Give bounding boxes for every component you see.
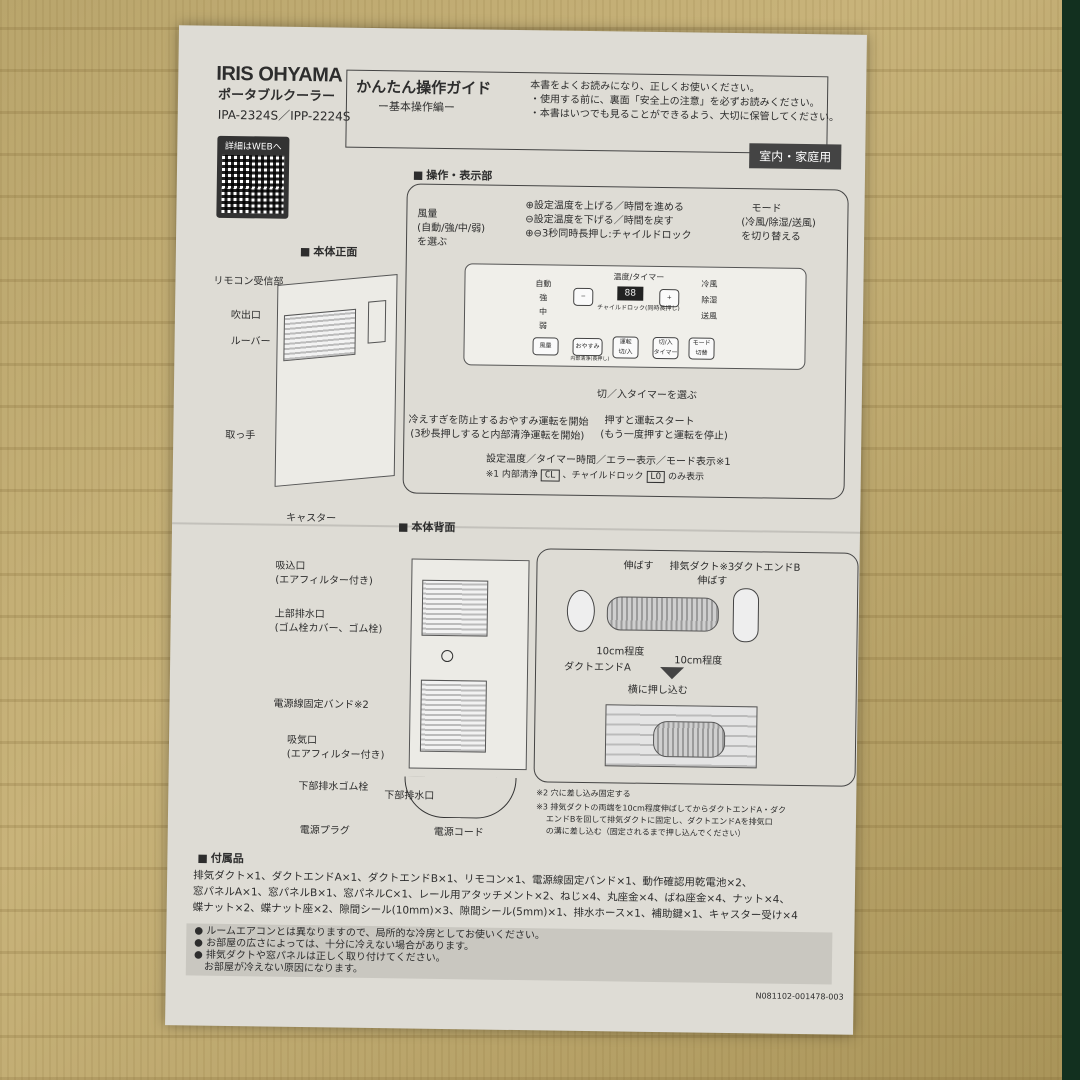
- plus-minus-1: ⊕設定温度を上げる／時間を進める: [525, 200, 684, 214]
- duct-stretch-label-1: 伸ばす: [623, 560, 654, 572]
- accessories-heading: 付属品: [197, 852, 244, 866]
- duct-end-b-label: ダクトエンドB: [733, 562, 801, 574]
- timer-callout: 切／入タイマーを選ぶ: [596, 389, 697, 402]
- back-label-power-cord: 電源コード: [433, 826, 484, 839]
- sleep-callout-2: (3秒長押しすると内部清浄運転を開始): [410, 428, 585, 442]
- duct-note-3a: ※3 排気ダクトの両端を10cm程度伸ばしてからダクトエンドA・ダク: [536, 802, 787, 815]
- cautions-box: ● ルームエアコンとは異なりますので、局所的な冷房としてお使いください。 ● お…: [185, 923, 833, 985]
- back-label-cord-band: 電源線固定バンド※2: [273, 698, 369, 711]
- display-note-prefix: ※1 内部清浄: [485, 469, 538, 481]
- fan-led-auto: 自動: [535, 279, 552, 289]
- down-arrow-icon: [659, 667, 685, 680]
- minus-button[interactable]: −: [573, 287, 594, 307]
- front-label-outlet: 吹出口: [230, 309, 262, 322]
- lower-filter-grille: [419, 679, 487, 753]
- power-button[interactable]: 運転 切/入: [612, 336, 639, 359]
- duct-stretch-label-2: 伸ばす: [697, 575, 728, 587]
- duct-note-3b: エンドBを回して排気ダクトに固定し、ダクトエンドAを排気口: [545, 814, 773, 827]
- model-numbers: IPA-2324S／IPP-2224S: [217, 107, 351, 124]
- mode-led-dry: 除湿: [701, 295, 718, 305]
- display-note-mid: 、チャイルドロック: [562, 470, 644, 482]
- fan-label-1: 風量: [417, 208, 438, 220]
- fan-led-weak: 弱: [538, 321, 547, 331]
- fan-led-medium: 中: [538, 307, 548, 317]
- back-label-top-drain: 上部排水口: [274, 608, 325, 621]
- duct-assembly-diagram: 伸ばす 排気ダクト※3 ダクトエンドB 伸ばす 10cm程度 10cm程度 ダク…: [533, 548, 859, 787]
- duct-end-b-shape: [732, 588, 760, 643]
- back-label-top-drain-sub: (ゴム栓カバー、ゴム栓): [274, 622, 383, 636]
- back-label-power-plug: 電源プラグ: [299, 825, 350, 837]
- front-label-remote-receiver: リモコン受信部: [213, 275, 284, 288]
- childlock-caption: チャイルドロック(同時長押し): [597, 304, 680, 313]
- guide-subtitle: ー基本操作編ー: [377, 100, 455, 115]
- temperature-display: 88: [617, 286, 644, 301]
- duct-exhaust-label: 排気ダクト※3: [669, 561, 735, 574]
- document-code: N081102-001478-003: [755, 991, 844, 1002]
- back-label-inlet-sub: (エアフィルター付き): [286, 748, 385, 762]
- qr-code-icon: [221, 154, 285, 214]
- push-label: 横に押し込む: [627, 684, 688, 697]
- fold-line: [172, 522, 861, 534]
- sleep-callout-1: 冷えすぎを防止するおやすみ運転を開始: [408, 414, 589, 429]
- duct-note-2: ※2 穴に差し込み固定する: [536, 788, 631, 799]
- fan-label-2: (自動/強/中/弱): [417, 222, 486, 235]
- upper-filter-grille: [421, 579, 489, 637]
- back-heading: 本体背面: [398, 520, 455, 535]
- display-note: 設定温度／タイマー時間／エラー表示／モード表示※1: [485, 453, 731, 468]
- lo-code: LO: [646, 470, 666, 484]
- plus-minus-2: ⊖設定温度を下げる／時間を戻す: [525, 214, 674, 228]
- caution-4: お部屋が冷えない原因になります。: [203, 961, 363, 975]
- run-callout-1: 押すと運転スタート: [604, 415, 695, 428]
- front-label-caster: キャスター: [286, 512, 337, 525]
- operation-heading: 操作・表示部: [413, 169, 492, 184]
- power-cord-line: [403, 776, 517, 820]
- front-louver: [283, 308, 357, 362]
- front-label-louver: ルーバー: [230, 335, 271, 348]
- mode-led-fan: 送風: [700, 311, 718, 321]
- handle-shape: [367, 300, 387, 344]
- usage-badge: 室内・家庭用: [749, 143, 842, 170]
- back-label-inlet: 吸気口: [286, 734, 318, 747]
- sleep-button[interactable]: おやすみ: [572, 337, 603, 357]
- control-panel: 自動 強 中 弱 − 温度/タイマー 88 + チャイルドロック(同時長押し) …: [463, 263, 807, 371]
- duct-end-a-shape: [566, 589, 596, 633]
- display-note-suffix: のみ表示: [667, 472, 705, 483]
- front-heading: 本体正面: [300, 245, 357, 260]
- qr-code-box[interactable]: 詳細はWEBへ: [216, 135, 290, 219]
- inserted-duct-shape: [652, 720, 726, 758]
- drain-cap-icon: [441, 649, 454, 663]
- guide-title: かんたん操作ガイド: [356, 77, 492, 98]
- mode-label-1: モード: [751, 203, 782, 215]
- back-label-intake-sub: (エアフィルター付き): [275, 574, 373, 588]
- approx-label-1: 10cm程度: [596, 646, 645, 658]
- fan-button[interactable]: 風量: [532, 337, 559, 356]
- display-note-2: ※1 内部清浄 CL 、チャイルドロック LO のみ表示: [485, 469, 705, 484]
- front-label-handle: 取っ手: [225, 429, 256, 442]
- sleep-caption: 内部清浄(長押し): [570, 355, 610, 363]
- back-unit-illustration: [408, 558, 530, 771]
- dark-border-edge: [1062, 0, 1080, 1080]
- mode-label-2: (冷風/除湿/送風): [741, 217, 816, 230]
- product-type: ポータブルクーラー: [217, 87, 336, 105]
- fan-led-strong: 強: [539, 293, 548, 303]
- back-label-bottom-plug: 下部排水ゴム栓: [298, 780, 369, 793]
- plus-minus-3: ⊕⊖3秒同時長押し:チャイルドロック: [525, 228, 692, 242]
- mode-led-cool: 冷風: [701, 279, 718, 289]
- fan-label-3: を選ぶ: [416, 236, 448, 249]
- duct-end-a-label: ダクトエンドA: [564, 661, 632, 674]
- front-unit-illustration: [274, 274, 398, 487]
- mode-button[interactable]: モード 切替: [688, 337, 715, 360]
- exhaust-duct-shape: [606, 596, 720, 632]
- duct-note-3c: の溝に差し込む（固定されるまで押し込んでください）: [545, 826, 746, 839]
- run-callout-2: (もう一度押すと運転を停止): [600, 429, 728, 442]
- cl-code: CL: [540, 469, 560, 482]
- brand-logo: IRIS OHYAMA: [216, 62, 343, 87]
- display-caption: 温度/タイマー: [613, 272, 665, 283]
- instruction-sheet: IRIS OHYAMA ポータブルクーラー IPA-2324S／IPP-2224…: [165, 25, 867, 1035]
- operation-panel-diagram: 風量 (自動/強/中/弱) を選ぶ ⊕設定温度を上げる／時間を進める ⊖設定温度…: [402, 183, 849, 500]
- mode-label-3: を切り替える: [741, 231, 801, 243]
- back-label-intake: 吸込口: [275, 560, 306, 573]
- qr-label: 詳細はWEBへ: [224, 141, 282, 153]
- timer-button[interactable]: 切/入 タイマー: [652, 336, 679, 360]
